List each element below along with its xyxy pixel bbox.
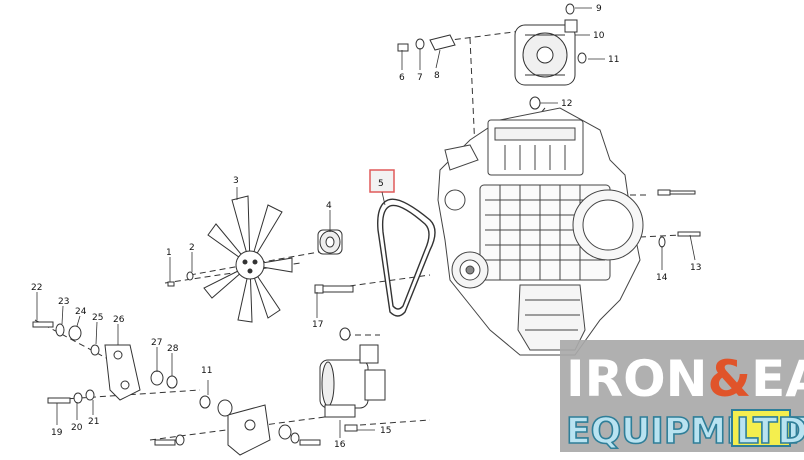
- callout-11: 11: [608, 55, 619, 65]
- callout-28: 28: [167, 344, 179, 354]
- callout-1: 1: [166, 248, 172, 258]
- svg-text:IRON&EARTH: IRON&EARTH: [566, 350, 804, 408]
- callout-20: 20: [71, 423, 83, 433]
- callout-21: 21: [88, 417, 99, 427]
- callout-9: 9: [596, 4, 602, 14]
- company-watermark: IRON&EARTH EQUIPMENT LTD: [560, 340, 804, 453]
- bracket-18: [227, 404, 271, 456]
- watermark-iron: IRON: [566, 350, 707, 408]
- callout-13: 13: [690, 263, 701, 273]
- callout-17: 17: [312, 320, 323, 330]
- v-belt: [377, 198, 436, 317]
- starter-motor: [319, 344, 386, 418]
- callout-19: 19: [51, 428, 63, 438]
- callout-ticks: [36, 7, 696, 438]
- callout-7: 7: [417, 73, 423, 83]
- callout-11b: 11: [201, 366, 212, 376]
- watermark-earth: EARTH: [751, 350, 804, 408]
- callout-25: 25: [92, 313, 103, 323]
- svg-text:LTD: LTD: [736, 411, 804, 452]
- callout-5: 5: [378, 179, 384, 189]
- callout-23: 23: [58, 297, 69, 307]
- callout-27: 27: [151, 338, 162, 348]
- callout-14: 14: [656, 273, 668, 283]
- watermark-ltd: LTD: [736, 411, 804, 452]
- callout-10: 10: [593, 31, 605, 41]
- engine-block: [437, 107, 644, 356]
- watermark-ampersand: &: [707, 350, 751, 408]
- callout-16: 16: [334, 440, 346, 450]
- pulley: [317, 229, 343, 255]
- callout-2: 2: [189, 243, 195, 253]
- callout-4: 4: [326, 201, 332, 211]
- bolt-17: [314, 284, 354, 294]
- callout-26: 26: [113, 315, 125, 325]
- callout-24: 24: [75, 307, 87, 317]
- callout-12: 12: [561, 99, 572, 109]
- callout-labels: 1 2 3 4 5 6 7 8 9 10 11 12 13 14 15 16 1…: [31, 4, 701, 450]
- callout-6: 6: [399, 73, 405, 83]
- small-hardware: [32, 3, 701, 446]
- callout-8: 8: [434, 71, 440, 81]
- bracket-26: [104, 344, 141, 401]
- callout-22: 22: [31, 283, 42, 293]
- watermark-ltd-box: [731, 409, 791, 447]
- callout-3: 3: [233, 176, 239, 186]
- cooling-fan: [203, 195, 293, 323]
- alternator: [514, 19, 578, 86]
- callout-15: 15: [380, 426, 391, 436]
